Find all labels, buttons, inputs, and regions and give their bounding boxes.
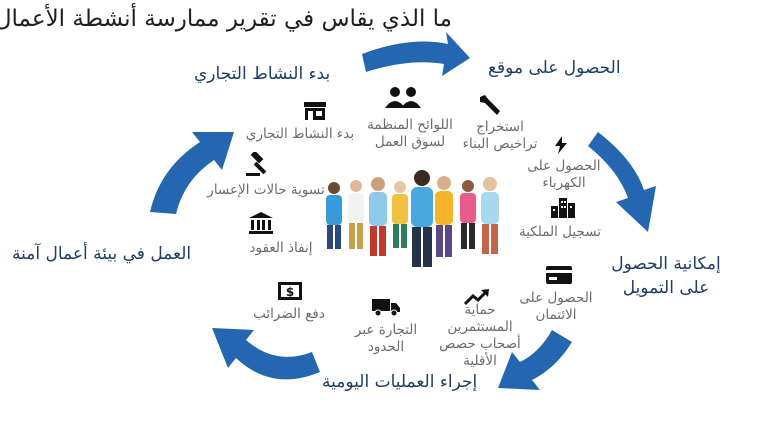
svg-text:$: $ — [286, 285, 294, 299]
trend-up-icon — [464, 288, 490, 306]
lightning-icon — [554, 136, 568, 154]
indicator-trading-line2: الحدود — [367, 339, 405, 355]
indicator-electricity: الحصول على الكهرباء — [514, 158, 614, 192]
arrow-operations-to-environment — [212, 328, 320, 380]
person-7 — [460, 180, 476, 249]
phase-start: بدء النشاط التجاري — [194, 64, 331, 84]
person-4 — [392, 181, 408, 248]
indicator-labor-regulation: اللوائح المنظمة لسوق العمل — [360, 117, 460, 151]
indicator-starting-business: بدء النشاط التجاري — [245, 126, 355, 142]
phase-financing-line2: على التمويل — [622, 278, 710, 298]
arrow-start-to-location — [362, 32, 470, 76]
phase-location: الحصول على موقع — [488, 58, 621, 78]
shop-icon — [303, 102, 327, 120]
person-3 — [369, 177, 387, 256]
phase-financing: إمكانية الحصول على التمويل — [606, 252, 726, 300]
person-2 — [348, 180, 364, 249]
indicator-insolvency: تسوية حالات الإعسار — [207, 182, 325, 198]
person-6 — [435, 176, 453, 257]
credit-card-icon — [546, 266, 572, 284]
indicator-construction-permits-line1: استخراج — [476, 119, 524, 135]
indicator-credit-line1: الحصول على — [519, 290, 593, 306]
phase-operations: إجراء العمليات اليومية — [322, 372, 478, 392]
indicator-construction-permits-line2: تراخيص البناء — [462, 136, 538, 152]
gavel-icon — [246, 152, 272, 176]
arrow-location-to-financing — [588, 132, 656, 232]
indicator-enforcing-contracts: إنفاذ العقود — [249, 240, 313, 256]
person-8 — [481, 177, 499, 254]
indicator-trading-line1: التجارة عبر — [354, 322, 418, 338]
people-icon — [384, 86, 422, 108]
crowd-illustration — [326, 170, 499, 267]
phase-environment: العمل في بيئة أعمال آمنة — [12, 244, 192, 264]
indicator-minority-investors-line4: الأقلية — [463, 353, 497, 369]
indicator-paying-taxes: دفع الضرائب — [253, 306, 325, 322]
person-1 — [326, 182, 342, 249]
indicator-credit: الحصول على الائتمان — [506, 290, 606, 324]
indicator-labor-regulation-line2: لسوق العمل — [374, 134, 446, 150]
buildings-icon — [550, 198, 576, 218]
indicator-minority-investors-line1: حماية — [464, 302, 496, 318]
indicator-electricity-line1: الحصول على — [527, 158, 601, 174]
indicator-minority-investors-line3: أصحاب حصص — [439, 336, 521, 352]
indicator-labor-regulation-line1: اللوائح المنظمة — [367, 117, 453, 133]
indicator-minority-investors-line2: المستثمرين — [447, 319, 513, 335]
arrow-environment-to-start — [150, 132, 234, 214]
dollar-bill-icon: $ — [278, 282, 302, 300]
indicator-credit-line2: الائتمان — [535, 307, 577, 323]
arrow-financing-to-operations — [498, 330, 572, 390]
truck-icon — [372, 298, 400, 316]
indicator-construction-permits: استخراج تراخيص البناء — [450, 119, 550, 153]
indicator-electricity-line2: الكهرباء — [542, 175, 586, 191]
indicator-trading-across-borders: التجارة عبر الحدود — [336, 322, 436, 356]
indicator-minority-investors: حماية المستثمرين أصحاب حصص الأقلية — [430, 302, 530, 370]
wrench-icon — [478, 94, 502, 116]
courthouse-icon — [249, 212, 273, 234]
page-title: ما الذي يقاس في تقرير ممارسة أنشطة الأعم… — [0, 6, 452, 32]
phase-financing-line1: إمكانية الحصول — [611, 254, 721, 274]
indicator-registering-property: تسجيل الملكية — [518, 224, 601, 240]
person-5 — [411, 170, 433, 267]
